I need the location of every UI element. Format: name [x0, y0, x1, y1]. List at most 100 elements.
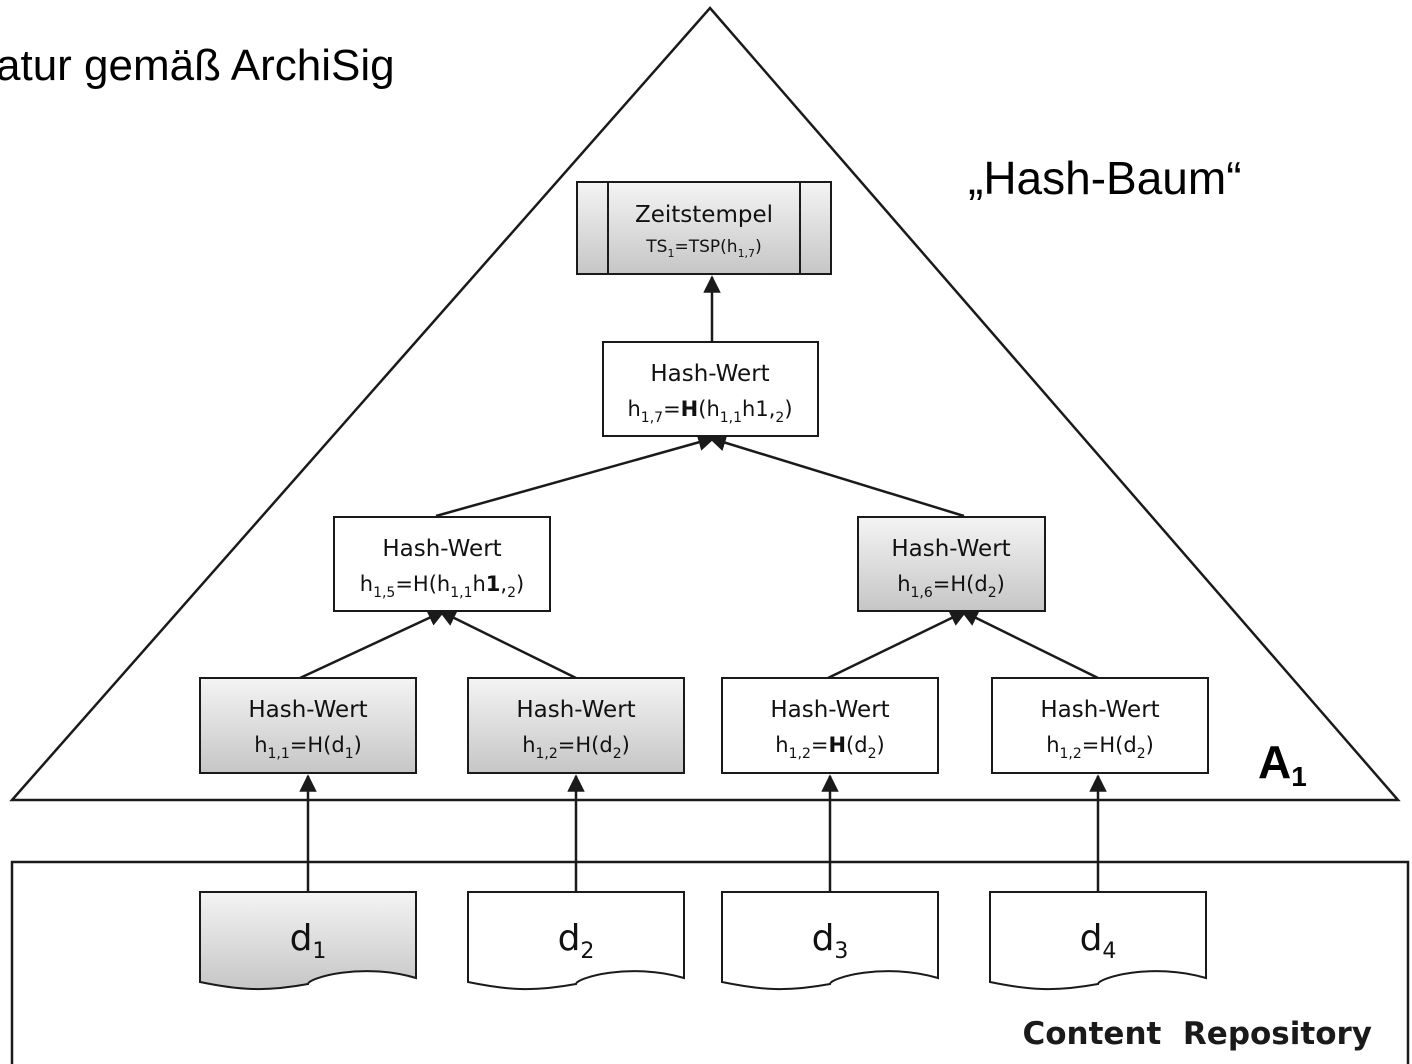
document-4: d4	[989, 891, 1207, 991]
formula-part: =H(h	[395, 572, 450, 596]
formula-part: h	[775, 733, 788, 757]
slide-title: atur gemäß ArchiSig	[0, 41, 395, 90]
hash-node-mid-left: Hash-Wert h1,5=H(h1,1h1,2)	[333, 516, 551, 612]
hash-node-leaf-4: Hash-Wert h1,2=H(d2)	[991, 677, 1209, 774]
formula-part: )	[877, 733, 885, 757]
formula-part: 2	[507, 585, 516, 601]
hash-node-mid-left-formula: h1,5=H(h1,1h1,2)	[360, 572, 524, 601]
timestamp-title: Zeitstempel	[635, 202, 773, 228]
archive-label: A1	[1258, 736, 1307, 792]
formula-part: 1	[486, 572, 501, 596]
formula-part: H	[681, 397, 699, 421]
hash-node-leaf-3-formula: h1,2=H(d2)	[775, 733, 884, 762]
formula-part: 1	[667, 247, 674, 260]
document-2: d2	[467, 891, 685, 991]
formula-part: 1,2	[789, 746, 811, 762]
formula-part: )	[516, 572, 524, 596]
formula-part: 1,1	[720, 410, 742, 426]
hash-node-leaf-2-formula: h1,2=H(d2)	[522, 733, 630, 762]
hash-tree-caption: „Hash-Baum“	[968, 152, 1242, 204]
formula-part: 2	[775, 410, 784, 426]
formula-part: 2	[1137, 746, 1146, 762]
formula-part: (d	[846, 733, 868, 757]
document-label-base: d	[812, 918, 835, 959]
formula-part: h	[627, 397, 640, 421]
hash-node-mid-right-formula: h1,6=H(d2)	[897, 572, 1005, 601]
formula-part: =	[663, 397, 681, 421]
formula-part: )	[997, 572, 1005, 596]
formula-part: =H(d	[1082, 733, 1137, 757]
archive-label-main: A	[1258, 736, 1291, 788]
hash-node-root-title: Hash-Wert	[650, 361, 769, 387]
hash-node-root-formula: h1,7=H(h1,1h1,2)	[627, 397, 792, 426]
formula-part: )	[354, 733, 362, 757]
formula-part: =TSP(h	[674, 237, 737, 257]
formula-part: 1,7	[738, 247, 756, 260]
formula-part: h1,	[742, 397, 775, 421]
formula-part: 2	[868, 746, 877, 762]
document-label: d4	[1080, 918, 1117, 964]
formula-part: h	[897, 572, 910, 596]
arrow-midleft-to-root	[435, 433, 716, 518]
formula-part: h	[254, 733, 267, 757]
formula-part: TS	[645, 237, 667, 257]
formula-part: ,	[500, 572, 507, 596]
hash-tree-triangle	[9, 6, 1401, 802]
hash-node-leaf-3: Hash-Wert h1,2=H(d2)	[721, 677, 939, 774]
hash-node-leaf-4-formula: h1,2=H(d2)	[1046, 733, 1154, 762]
formula-part: h	[1046, 733, 1059, 757]
document-3: d3	[721, 891, 939, 991]
formula-part: 1,5	[373, 585, 395, 601]
hash-node-root: Hash-Wert h1,7=H(h1,1h1,2)	[602, 341, 819, 437]
arrow-leaf3-to-midright	[827, 609, 968, 680]
document-shape	[199, 891, 417, 991]
document-label-sub: 3	[834, 939, 848, 964]
formula-part: h	[522, 733, 535, 757]
document-shape	[989, 891, 1207, 991]
formula-part: )	[1146, 733, 1154, 757]
hash-node-leaf-2: Hash-Wert h1,2=H(d2)	[467, 677, 685, 774]
formula-part: 1,7	[641, 410, 663, 426]
formula-part: 1,1	[450, 585, 472, 601]
document-label-sub: 1	[312, 939, 326, 964]
formula-part: )	[755, 237, 762, 257]
hash-node-mid-right: Hash-Wert h1,6=H(d2)	[857, 516, 1046, 612]
formula-part: (h	[698, 397, 720, 421]
formula-part: H	[828, 733, 846, 757]
document-1: d1	[199, 891, 417, 991]
formula-part: )	[622, 733, 630, 757]
document-shape	[467, 891, 685, 991]
formula-part: =H(d	[558, 733, 613, 757]
hash-node-leaf-2-title: Hash-Wert	[516, 697, 635, 723]
content-repository-label: Content Repository	[1022, 1016, 1372, 1052]
archive-label-sub: 1	[1291, 761, 1307, 792]
document-label-base: d	[558, 918, 581, 959]
document-label: d1	[290, 918, 327, 964]
formula-part: 1,2	[1060, 746, 1082, 762]
document-shape	[721, 891, 939, 991]
formula-part: =H(d	[290, 733, 345, 757]
hash-node-leaf-1-title: Hash-Wert	[248, 697, 367, 723]
formula-part: 2	[988, 585, 997, 601]
formula-part: 1	[345, 746, 354, 762]
hash-node-leaf-1: Hash-Wert h1,1=H(d1)	[199, 677, 417, 774]
formula-part: 1,2	[536, 746, 558, 762]
document-label-sub: 4	[1102, 939, 1116, 964]
hash-node-leaf-3-title: Hash-Wert	[770, 697, 889, 723]
document-label: d3	[812, 918, 849, 964]
timestamp-formula: TS1=TSP(h1,7)	[645, 237, 761, 260]
document-label-base: d	[290, 918, 313, 959]
document-label-sub: 2	[580, 939, 594, 964]
formula-part: 1,6	[911, 585, 933, 601]
connectors	[299, 275, 1107, 892]
arrow-midright-to-root	[708, 434, 965, 518]
formula-part: )	[784, 397, 792, 421]
formula-part: h	[472, 572, 485, 596]
arrow-leaf2-to-midleft	[438, 609, 577, 680]
formula-part: =H(d	[933, 572, 988, 596]
document-label: d2	[558, 918, 595, 964]
formula-part: h	[360, 572, 373, 596]
hash-node-mid-right-title: Hash-Wert	[891, 536, 1010, 562]
